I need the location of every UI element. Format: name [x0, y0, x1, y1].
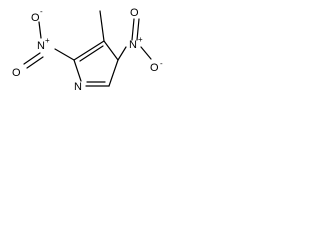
charge-n1-nitro-o-minus: -	[160, 59, 163, 68]
bond-c4-nitro	[54, 48, 75, 61]
bond-c5-n1	[103, 40, 119, 61]
bond-n1-c2	[108, 59, 119, 87]
bond-nitro2-o-top	[38, 21, 42, 39]
bond-nitro2-o-left-double	[26, 56, 44, 69]
bond-n1-nitro	[117, 46, 127, 61]
molecule-diagram: N + O O - N + O - O N	[0, 0, 216, 112]
bond-c5-methyl	[99, 10, 105, 42]
bond-nitro-n-o-top	[131, 18, 135, 41]
bond-c4-c5-double	[79, 45, 104, 62]
atom-n1-nitro-o-right: O	[150, 62, 159, 74]
bond-nitro-n-o-right	[140, 46, 152, 60]
atom-n1-nitro-o-top: O	[130, 7, 139, 19]
charge-c4-nitro-o-minus: -	[40, 7, 43, 16]
charge-c4-nitro-plus: +	[45, 36, 50, 45]
charge-n1-nitro-plus: +	[138, 35, 143, 44]
atom-c4-nitro-o-left: O	[12, 67, 21, 79]
atom-ring-n3: N	[74, 81, 82, 93]
bond-nitro2-o-left	[23, 52, 41, 65]
atom-c4-nitro-n: N	[37, 40, 45, 52]
bond-nitro-n-o-top-double	[136, 18, 140, 41]
structure-drawing: N + O O - N + O - O N	[12, 7, 163, 93]
bond-c4-c5	[73, 40, 105, 61]
atom-c4-nitro-o-top: O	[31, 12, 40, 24]
bond-n3-c4	[73, 59, 82, 82]
atom-n1-nitro-n: N	[129, 39, 137, 51]
